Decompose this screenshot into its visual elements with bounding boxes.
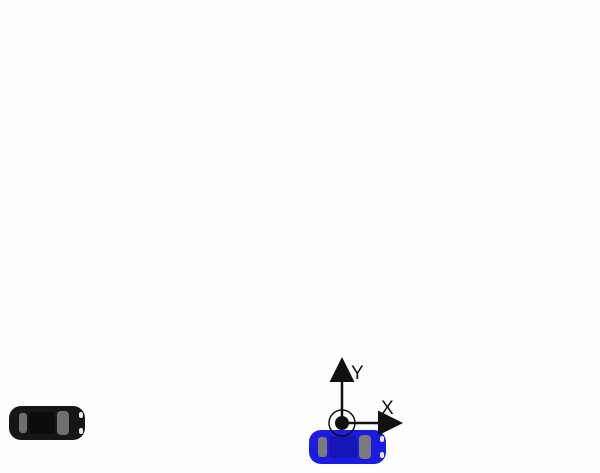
ego-car-roof (329, 436, 357, 458)
ego-car-rear-window (318, 437, 327, 457)
coordinate-frame: Y X (328, 357, 403, 437)
x-axis-label: X (381, 398, 394, 419)
ego-car (309, 430, 386, 464)
other-car-front-windshield (57, 411, 69, 435)
other-car-roof (29, 412, 55, 434)
other-car (9, 406, 85, 440)
ego-car-headlight (380, 452, 384, 458)
origin-dot (335, 416, 349, 430)
y-axis-label: Y (351, 363, 364, 384)
other-car-rear-window (19, 413, 27, 433)
ego-car-headlight (380, 436, 384, 442)
other-car-headlight (79, 412, 83, 418)
other-car-headlight (79, 428, 83, 434)
ego-car-front-windshield (359, 435, 371, 459)
